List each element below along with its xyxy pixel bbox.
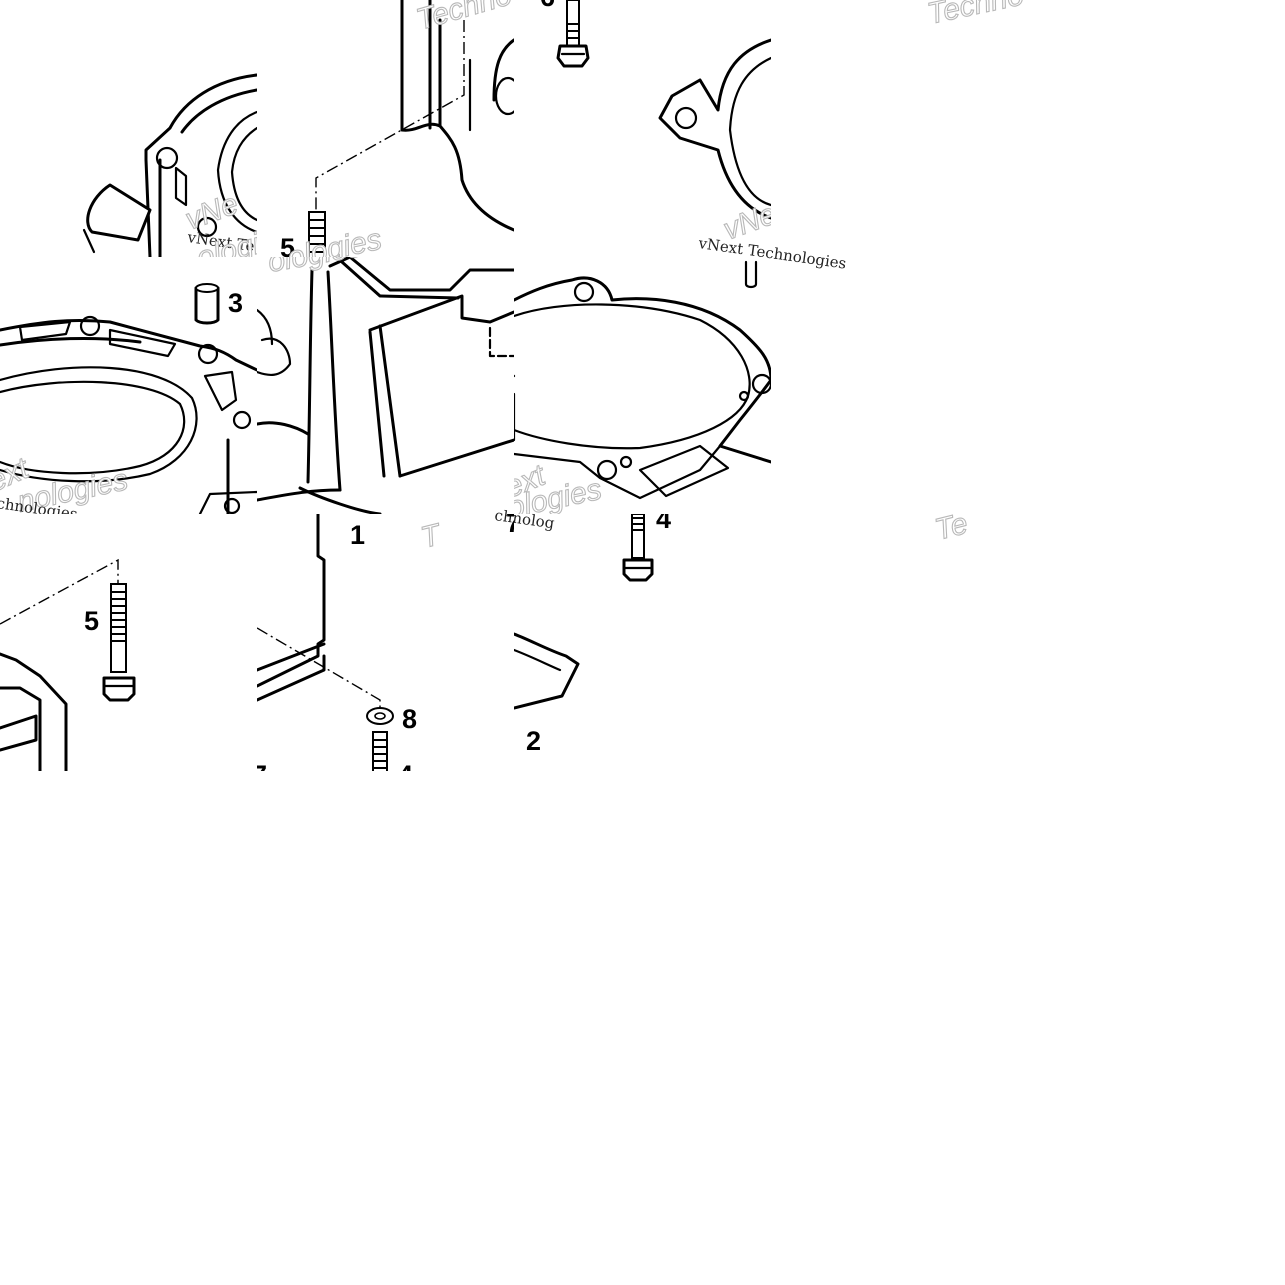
callout-label: 1 [350, 520, 365, 550]
callout-label: 5 [84, 606, 99, 636]
watermark-ghost-text: vNe [181, 187, 242, 236]
stud-thread [373, 739, 387, 769]
tile-head-gasket: 3 ext nologies chnologies [0, 283, 257, 514]
stud-thread [309, 219, 325, 253]
watermark-ghost-text: Te [932, 507, 971, 547]
callout-label: 2 [526, 726, 541, 756]
callout-label: 3 [228, 288, 243, 318]
tile-bolt-4: 4 2 [514, 504, 671, 756]
callout-label: 6 [540, 0, 555, 12]
bolt-thread [567, 23, 579, 39]
callout-label: 7 [506, 508, 521, 538]
tile-cylinder-block: ologies [257, 257, 514, 514]
bolt-thread [111, 591, 126, 642]
tile-base-gasket: ext ologies [514, 276, 771, 514]
callout-label: 7 [252, 760, 267, 790]
dowel-pin-icon [744, 260, 758, 289]
watermark-ghost-text: T [418, 518, 446, 555]
tile-bolt-and-gasket: 6 vNe [540, 0, 771, 247]
tile-bolt-5: 5 [0, 558, 136, 771]
callout-label: 4 [398, 760, 413, 790]
tile-stud-washer: 1 8 4 7 7 T [252, 508, 521, 790]
callout-label: 5 [280, 233, 295, 263]
watermark-text: vNext Technologies [696, 234, 847, 273]
watermark-ghost-text: Techno [925, 0, 1027, 31]
callout-label: 4 [656, 504, 671, 534]
callout-label: 8 [402, 704, 417, 734]
bolt-thread [632, 517, 644, 531]
tile-cylinder-base: 5 Techno ologies [280, 0, 514, 263]
tile-gasket-corner: vNext Tec vNe ologies [82, 73, 257, 257]
